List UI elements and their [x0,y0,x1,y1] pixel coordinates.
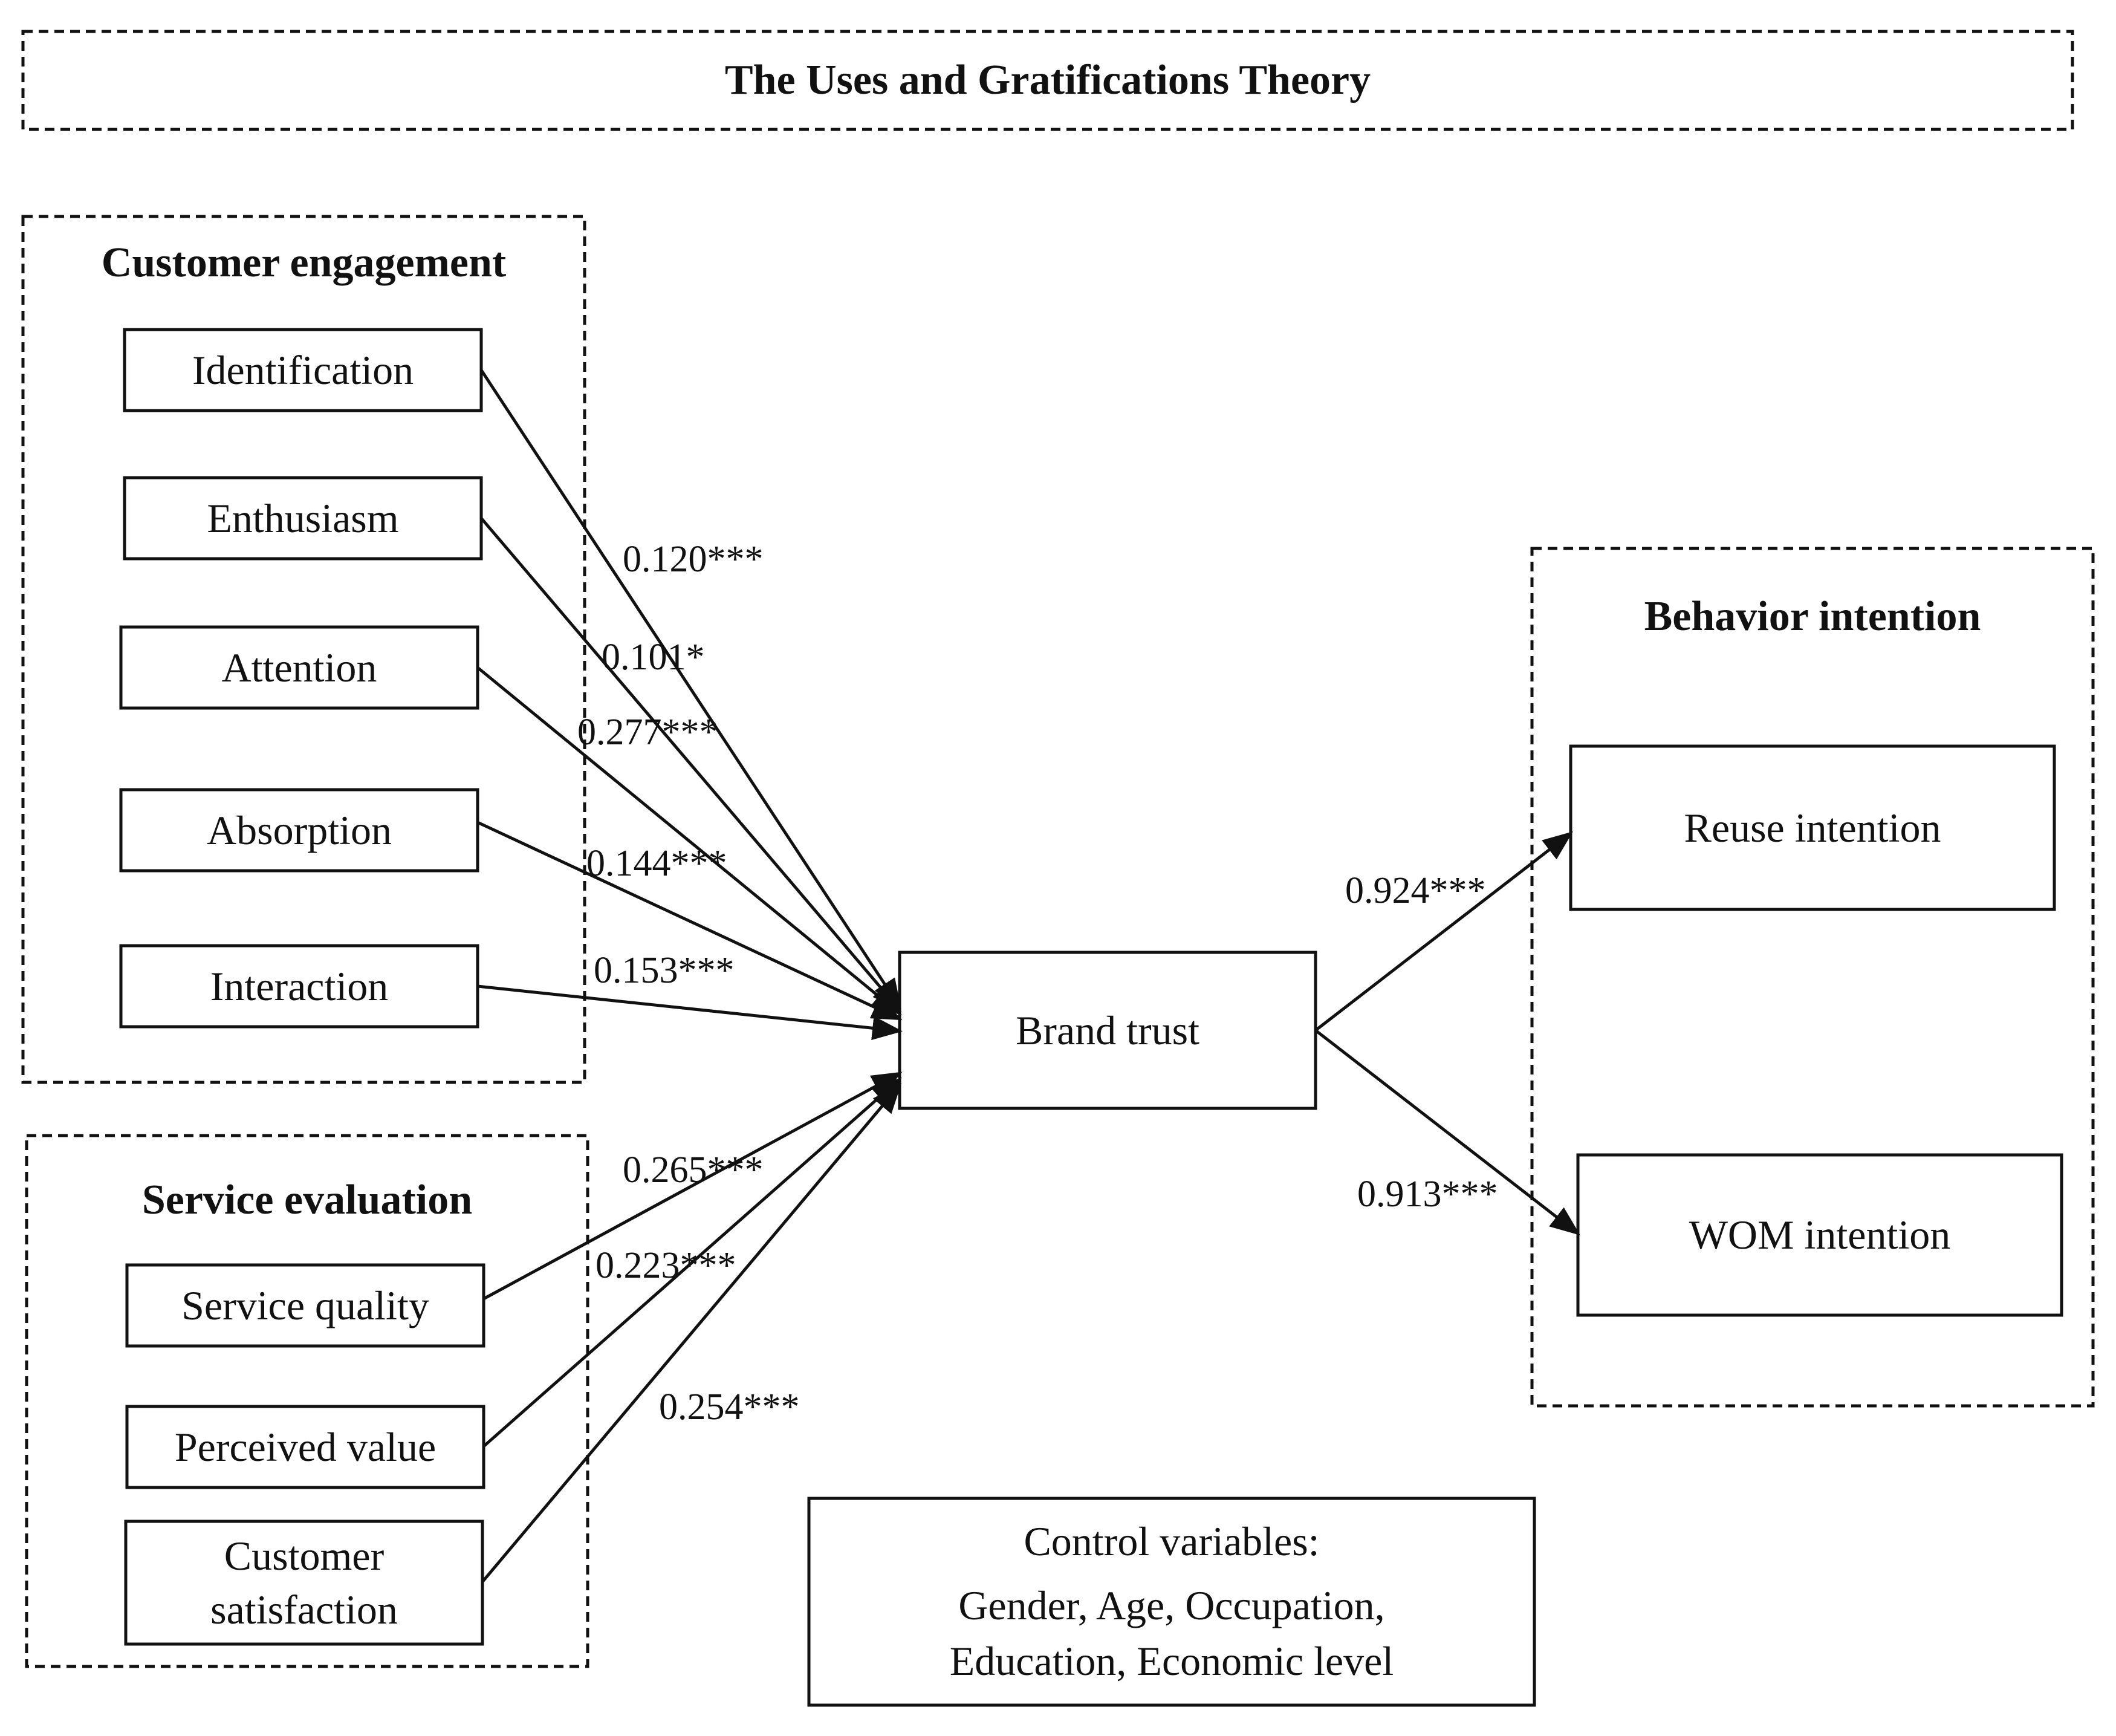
identification-label: Identification [192,346,414,393]
coef-service-quality: 0.265*** [623,1149,764,1191]
coef-reuse-intention: 0.924*** [1345,870,1486,911]
control-variables-line1: Gender, Age, Occupation, [958,1582,1385,1629]
absorption-box [119,788,479,873]
customer-satisfaction-label: Customer satisfaction [126,1521,482,1644]
arrow-enthusiasm-brand-trust [480,517,902,1012]
service-evaluation-frame [25,1134,589,1668]
arrow-interaction-brand-trust [477,984,903,1041]
arrow-customer-satisfaction-brand-trust [481,1083,902,1583]
diagram-title: The Uses and Gratifications Theory [724,57,1371,103]
perceived-value-box [125,1405,485,1489]
control-variables-line2: Education, Economic level [949,1637,1394,1684]
coef-attention: 0.277*** [577,712,718,753]
customer-satisfaction-line1: Customer [224,1533,385,1579]
arrow-absorption-brand-trust [476,821,903,1021]
service-quality-label: Service quality [181,1282,429,1328]
perceived-value-label: Perceived value [174,1423,437,1470]
customer-satisfaction-box [124,1520,484,1646]
attention-label: Attention [221,644,377,691]
theory-frame [21,30,2074,131]
brand-trust-box [898,951,1317,1110]
behavior-intention-frame [1530,547,2095,1408]
attention-box [119,625,479,710]
arrow-perceived-value-brand-trust [482,1077,902,1448]
enthusiasm-label: Enthusiasm [207,495,399,541]
interaction-label: Interaction [210,963,389,1009]
customer-satisfaction-line2: satisfaction [210,1586,398,1633]
wom-intention-label: WOM intention [1689,1212,1951,1258]
identification-box [123,328,483,412]
brand-trust-label: Brand trust [1015,1007,1200,1053]
customer-engagement-title: Customer engagement [101,239,507,286]
control-variables-text: Control variables: Gender, Age, Occupati… [809,1498,1534,1705]
behavior-intention-title: Behavior intention [1644,593,1981,640]
coef-enthusiasm: 0.101* [602,637,705,678]
reuse-intention-box [1569,744,2056,911]
coef-identification: 0.120*** [623,539,764,580]
coef-absorption: 0.144*** [586,843,727,884]
wom-intention-box [1576,1153,2063,1317]
arrow-service-quality-brand-trust [482,1071,903,1301]
control-variables-box [807,1497,1536,1707]
reuse-intention-label: Reuse intention [1684,804,1941,851]
service-evaluation-title: Service evaluation [141,1177,473,1223]
customer-engagement-frame [21,215,586,1084]
arrow-brand-trust-wom-intention [1314,1029,1580,1236]
coef-interaction: 0.153*** [594,950,735,991]
interaction-box [119,944,479,1029]
coef-wom-intention: 0.913*** [1357,1174,1498,1215]
coef-perceived-value: 0.223*** [596,1245,736,1286]
arrow-attention-brand-trust [476,666,902,1016]
service-quality-box [125,1263,485,1348]
arrow-brand-trust-reuse-intention [1314,831,1573,1032]
control-variables-heading: Control variables: [1024,1518,1320,1565]
coef-customer-satisfaction: 0.254*** [659,1387,800,1428]
absorption-label: Absorption [207,807,392,853]
arrow-identification-brand-trust [479,369,901,1010]
